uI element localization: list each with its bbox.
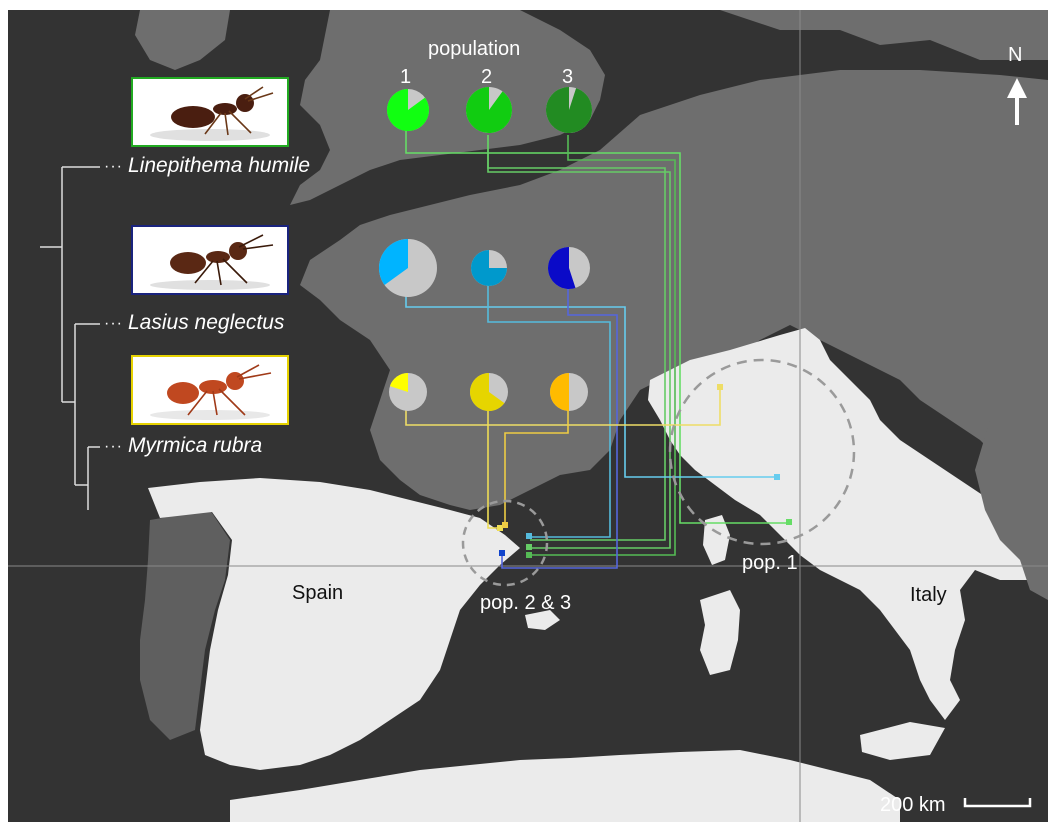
land-sicily <box>860 722 945 760</box>
tree-leader-dots: ··· <box>104 438 123 455</box>
scale-bar-label: 200 km <box>880 794 946 816</box>
species-label-3: Myrmica rubra <box>128 434 263 457</box>
region-label-spain: Spain <box>292 582 344 604</box>
region-label-italy: Italy <box>910 584 947 606</box>
pie-1-2-share <box>466 87 513 134</box>
pie-3-3-share <box>550 373 569 411</box>
pie-2-3-share <box>548 247 576 290</box>
compass-label: N <box>1008 44 1023 66</box>
land-africa <box>230 750 900 822</box>
photo-myrmica-rubra <box>131 355 289 425</box>
connector-neglectus-2 <box>487 285 611 538</box>
pie-2-1-share <box>379 239 408 286</box>
ant-icon <box>150 86 274 141</box>
land-portugal <box>140 510 230 740</box>
site-markers <box>497 384 792 558</box>
population-number-1: 1 <box>400 66 412 88</box>
marker-humile-2 <box>526 544 532 550</box>
population-title: population <box>428 38 521 60</box>
site-label-pop23: pop. 2 & 3 <box>480 592 572 614</box>
population-number-2: 2 <box>481 66 493 88</box>
tree-leader-dots: ··· <box>104 315 123 332</box>
ant-icon <box>150 364 272 420</box>
scale-bar-icon <box>963 798 1032 808</box>
land-sardinia <box>700 590 740 675</box>
pie-charts <box>379 87 592 412</box>
pie-1-3-share <box>546 87 592 133</box>
land-ireland <box>135 10 230 70</box>
population-number-3: 3 <box>562 66 574 88</box>
marker-humile-3 <box>526 552 532 558</box>
connector-lines <box>405 130 790 569</box>
site-label-pop1: pop. 1 <box>742 552 798 574</box>
land-north <box>720 10 1048 60</box>
marker-neglectus-2 <box>526 533 532 539</box>
marker-rubra-1 <box>717 384 723 390</box>
land-corsica <box>703 515 730 565</box>
north-arrow-icon <box>1007 78 1027 125</box>
connector-humile-3 <box>530 135 676 556</box>
marker-neglectus-3 <box>499 550 505 556</box>
phylogeny-tree <box>40 166 100 510</box>
pie-3-2-share <box>470 373 505 412</box>
photo-linepithema-humile <box>131 77 289 147</box>
species-label-1: Linepithema humile <box>128 154 311 177</box>
pie-2-2-share <box>471 250 507 286</box>
site-circle-pop23 <box>461 499 549 587</box>
tree-leader-dots: ··· <box>104 158 123 175</box>
connector-rubra-1 <box>405 387 721 426</box>
land-balkans <box>975 420 1048 600</box>
marker-humile-1 <box>786 519 792 525</box>
connector-neglectus-3 <box>501 288 618 569</box>
land-italy <box>648 328 1040 720</box>
connector-rubra-2 <box>487 410 500 529</box>
connector-humile-1 <box>405 130 790 524</box>
connector-rubra-3 <box>504 410 569 525</box>
ant-icon <box>150 234 274 290</box>
marker-rubra-3 <box>502 522 508 528</box>
connector-humile-2b <box>487 135 671 549</box>
land-britain <box>290 10 605 205</box>
marker-rubra-2 <box>497 525 503 531</box>
pie-1-1-share <box>387 89 430 131</box>
photo-lasius-neglectus <box>131 225 289 295</box>
land-balearics <box>525 610 560 630</box>
marker-neglectus-1 <box>774 474 780 480</box>
site-circle-pop1 <box>668 358 856 546</box>
species-label-2: Lasius neglectus <box>128 311 285 334</box>
land-spain <box>148 478 520 770</box>
pie-3-1-share <box>389 373 408 392</box>
connector-neglectus-1 <box>405 288 777 478</box>
